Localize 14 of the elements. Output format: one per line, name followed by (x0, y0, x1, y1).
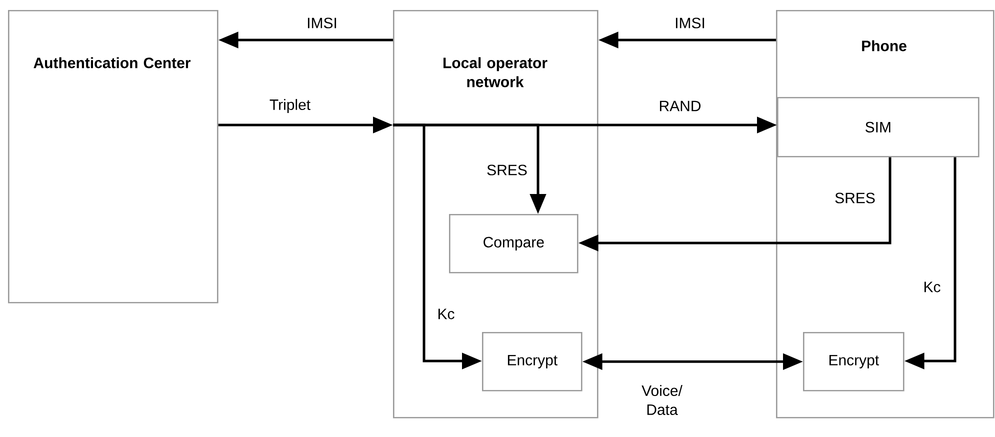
edge-label: SRES (834, 192, 876, 204)
process-box: SIM (777, 97, 980, 158)
process-box: Encrypt (803, 332, 904, 392)
edge-label: IMSI (306, 16, 338, 30)
process-box: Compare (449, 214, 578, 274)
edge-label: IMSI (674, 16, 706, 30)
entity-box: Authentication Center (8, 10, 218, 304)
edge-label: RAND (658, 100, 702, 112)
edge-label: Voice/ Data (631, 384, 693, 416)
process-box: Encrypt (482, 332, 582, 392)
edge-label: SRES (486, 164, 528, 176)
edge-label: Kc (436, 308, 456, 320)
edge-label: Triplet (268, 98, 312, 114)
edge-label: Kc (922, 280, 942, 294)
